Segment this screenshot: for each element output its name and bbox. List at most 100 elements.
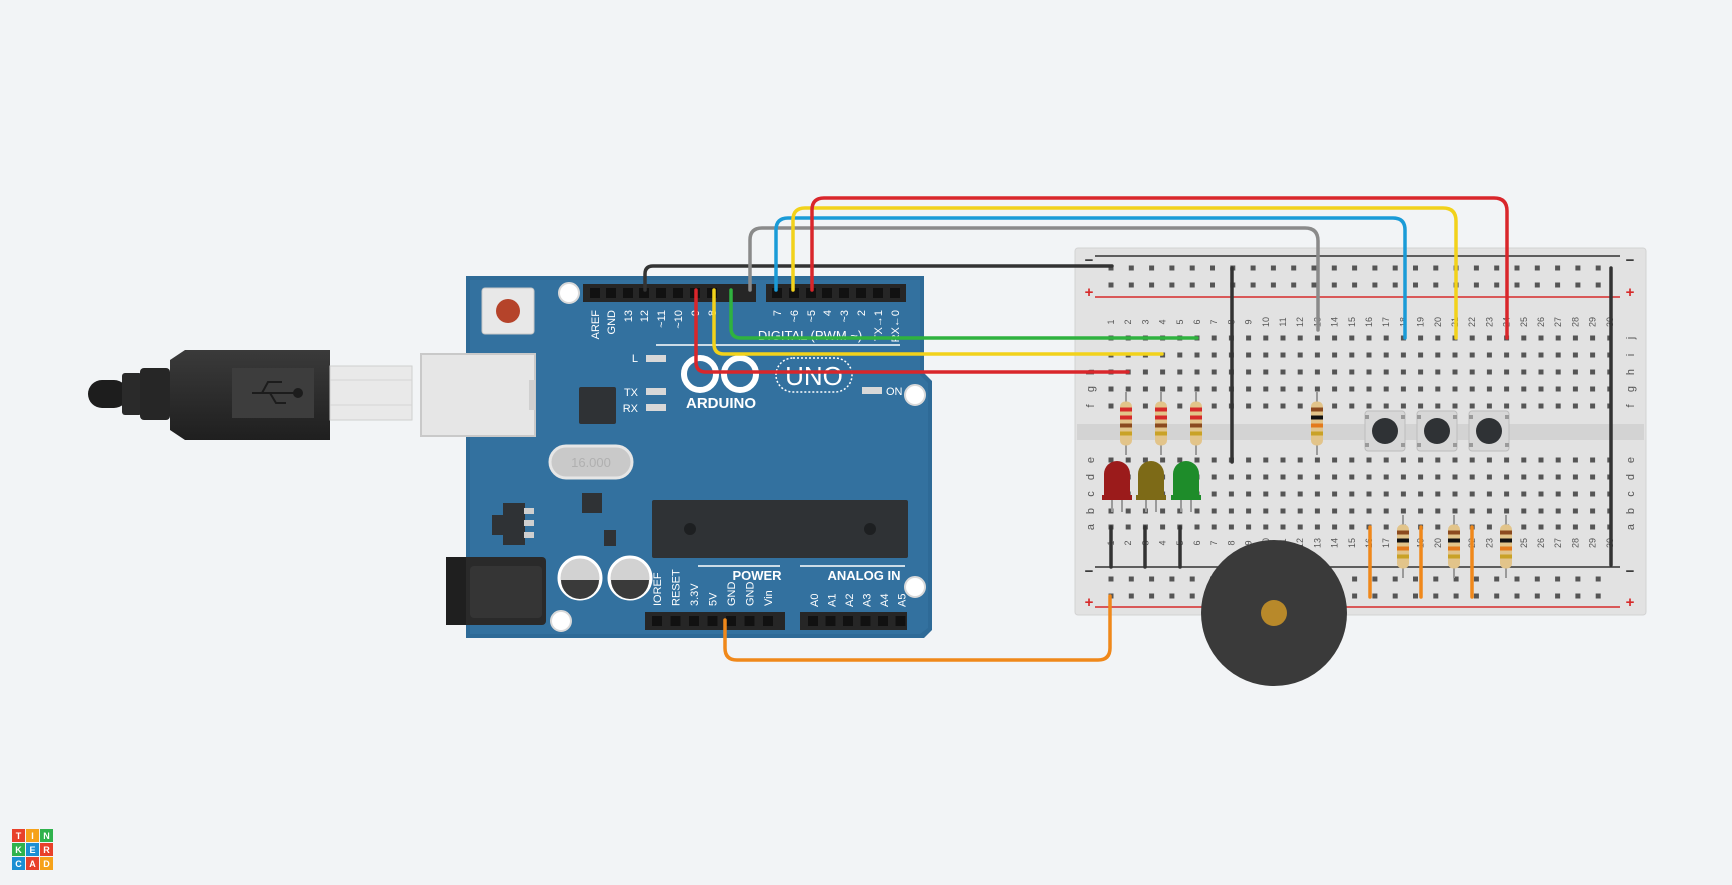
digital-pin-hole[interactable] [623,288,633,298]
digital-pin-hole[interactable] [606,288,616,298]
power-pin-hole[interactable] [763,616,773,626]
resistor[interactable] [1500,515,1512,578]
analog-pin-hole[interactable] [895,616,906,626]
analog-pin-hole[interactable] [860,616,871,626]
resistor[interactable] [1190,392,1202,455]
digital-pin-hole[interactable] [822,288,832,298]
power-pin-hole[interactable] [652,616,662,626]
yellow-led[interactable] [1136,461,1166,512]
digital-pin-hole[interactable] [856,288,866,298]
logo-cell [12,843,25,856]
digital-pin-hole[interactable] [673,288,683,298]
logo-letter: R [43,845,50,855]
digital-pin-hole[interactable] [639,288,649,298]
digital-pin-label: ~6 [789,310,801,323]
bb-column-number: 10 [1261,317,1271,327]
bb-column-number: 6 [1192,540,1202,545]
resistor[interactable] [1311,392,1323,455]
wire-orange-5v[interactable] [723,594,1112,662]
digital-pin-label: 4 [822,310,834,316]
resistor[interactable] [1448,515,1460,578]
wire-red-pin11[interactable] [694,288,1130,374]
push-button[interactable] [1468,410,1510,452]
piezo-buzzer[interactable] [1201,540,1347,686]
analog-pin-hole[interactable] [825,616,836,626]
digital-header-label: DIGITAL (PWM ~) [758,328,862,343]
analog-pin-hole[interactable] [843,616,853,626]
rail-minus-bottom-left: − [1085,563,1094,580]
bb-row-letter: i [1625,354,1637,356]
digital-pin-label: ~10 [673,310,685,329]
digital-pin-hole[interactable] [806,288,816,298]
logo-letter: T [16,831,22,841]
digital-pin-hole[interactable] [839,288,849,298]
digital-pin-hole[interactable] [890,288,900,298]
bb-column-number: 20 [1433,538,1443,548]
digital-pin-label: ~3 [839,310,851,323]
analog-pin-label: A2 [844,594,856,607]
push-button[interactable] [1364,410,1406,452]
bb-column-number: 26 [1536,317,1546,327]
bb-column-number: 9 [1244,540,1254,545]
bb-column-number: 7 [1209,319,1219,324]
digital-pin-hole[interactable] [590,288,600,298]
arduino-uno-board[interactable]: 16.000 [420,276,932,638]
digital-pin-hole[interactable] [772,288,782,298]
digital-header-right [766,284,906,302]
analog-pin-hole[interactable] [808,616,818,626]
digital-pin-label: 2 [856,310,868,316]
wire-blue-pin7[interactable] [774,216,1407,340]
bb-column-number: 27 [1553,317,1563,327]
bb-column-number: 2 [1123,319,1133,324]
bb-row-letter: c [1625,491,1637,497]
power-pin-label: GND [726,582,738,607]
digital-pin-label: AREF [590,310,602,340]
wire-black-gnd[interactable] [643,264,1114,292]
analog-pin-hole[interactable] [878,616,888,626]
push-button[interactable] [1416,410,1458,452]
wire-yellow-pin6[interactable] [791,206,1458,340]
bb-column-number: 27 [1553,538,1563,548]
wire-yellow-pin10[interactable] [712,288,1164,356]
logo-letter: I [31,831,34,841]
power-pin-hole[interactable] [670,616,681,626]
usb-cable[interactable] [88,350,413,440]
logo-cell [26,857,39,870]
bb-column-number: 3 [1140,319,1150,324]
reset-button[interactable] [481,287,535,335]
digital-pin-hole[interactable] [873,288,883,298]
power-pin-hole[interactable] [744,616,755,626]
power-pin-hole[interactable] [689,616,699,626]
power-pin-label: IOREF [652,572,664,606]
digital-pin-label: RX←0 [890,310,902,342]
atmega328p-chip [652,500,908,558]
wire-red-pin5[interactable] [810,196,1509,340]
red-led[interactable] [1102,461,1132,512]
digital-pin-label: 7 [772,310,784,316]
analog-pin-label: A3 [862,594,874,607]
bb-column-number: 15 [1347,317,1357,327]
power-pin-hole[interactable] [726,616,736,626]
digital-pin-label: TX→1 [873,310,885,341]
bb-column-number: 19 [1416,317,1426,327]
power-pin-hole[interactable] [707,616,718,626]
logo-letter: D [43,859,50,869]
digital-pin-hole[interactable] [707,288,717,298]
digital-pin-hole[interactable] [789,288,799,298]
led-l-label: L [632,353,638,365]
bb-column-number: 28 [1570,317,1580,327]
resistor[interactable] [1397,515,1409,578]
digital-pin-hole[interactable] [656,288,666,298]
resistor[interactable] [1155,392,1167,455]
breadboard[interactable]: − + − + − + − + 112233445566778899101011… [1074,247,1647,616]
wires [643,196,1613,662]
capacitor-1 [557,555,603,601]
resistor[interactable] [1120,392,1132,455]
green-led[interactable] [1171,461,1201,512]
wire-gray-pin8[interactable] [748,226,1320,332]
bb-row-letter: b [1625,508,1637,514]
wire-green-pin9[interactable] [729,288,1199,340]
logo-letter: A [29,859,36,869]
bb-column-number: 20 [1433,317,1443,327]
